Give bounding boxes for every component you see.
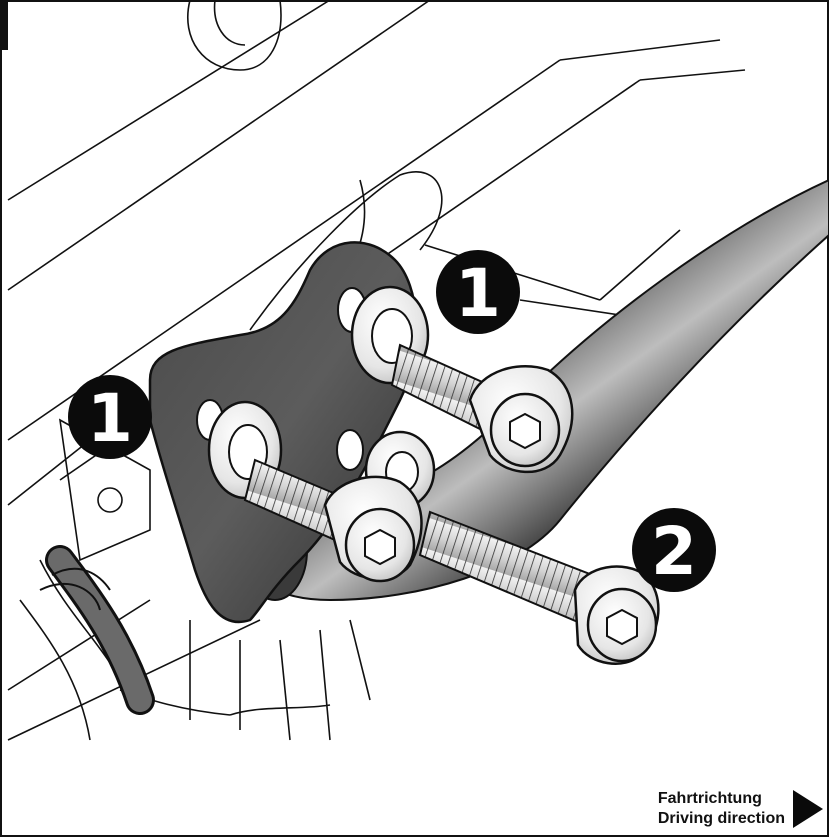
frame-corner-mark [0,0,8,50]
direction-label-en: Driving direction [657,810,785,827]
callout-1-upper: 1 [436,250,520,334]
cable [39,545,155,715]
bolt-left [243,458,423,583]
triangle-right-icon [793,790,823,828]
callout-1-left: 1 [68,375,152,459]
bolt-2 [418,510,660,665]
callout-1-upper-label: 1 [455,255,501,332]
driving-direction-indicator: Fahrtrichtung Driving direction [658,789,823,829]
callout-1-left-label: 1 [87,380,133,457]
bolt-upper [390,343,574,474]
callout-2-label: 2 [651,513,697,590]
direction-label-de: Fahrtrichtung [657,790,762,807]
callout-2: 2 [632,508,716,592]
